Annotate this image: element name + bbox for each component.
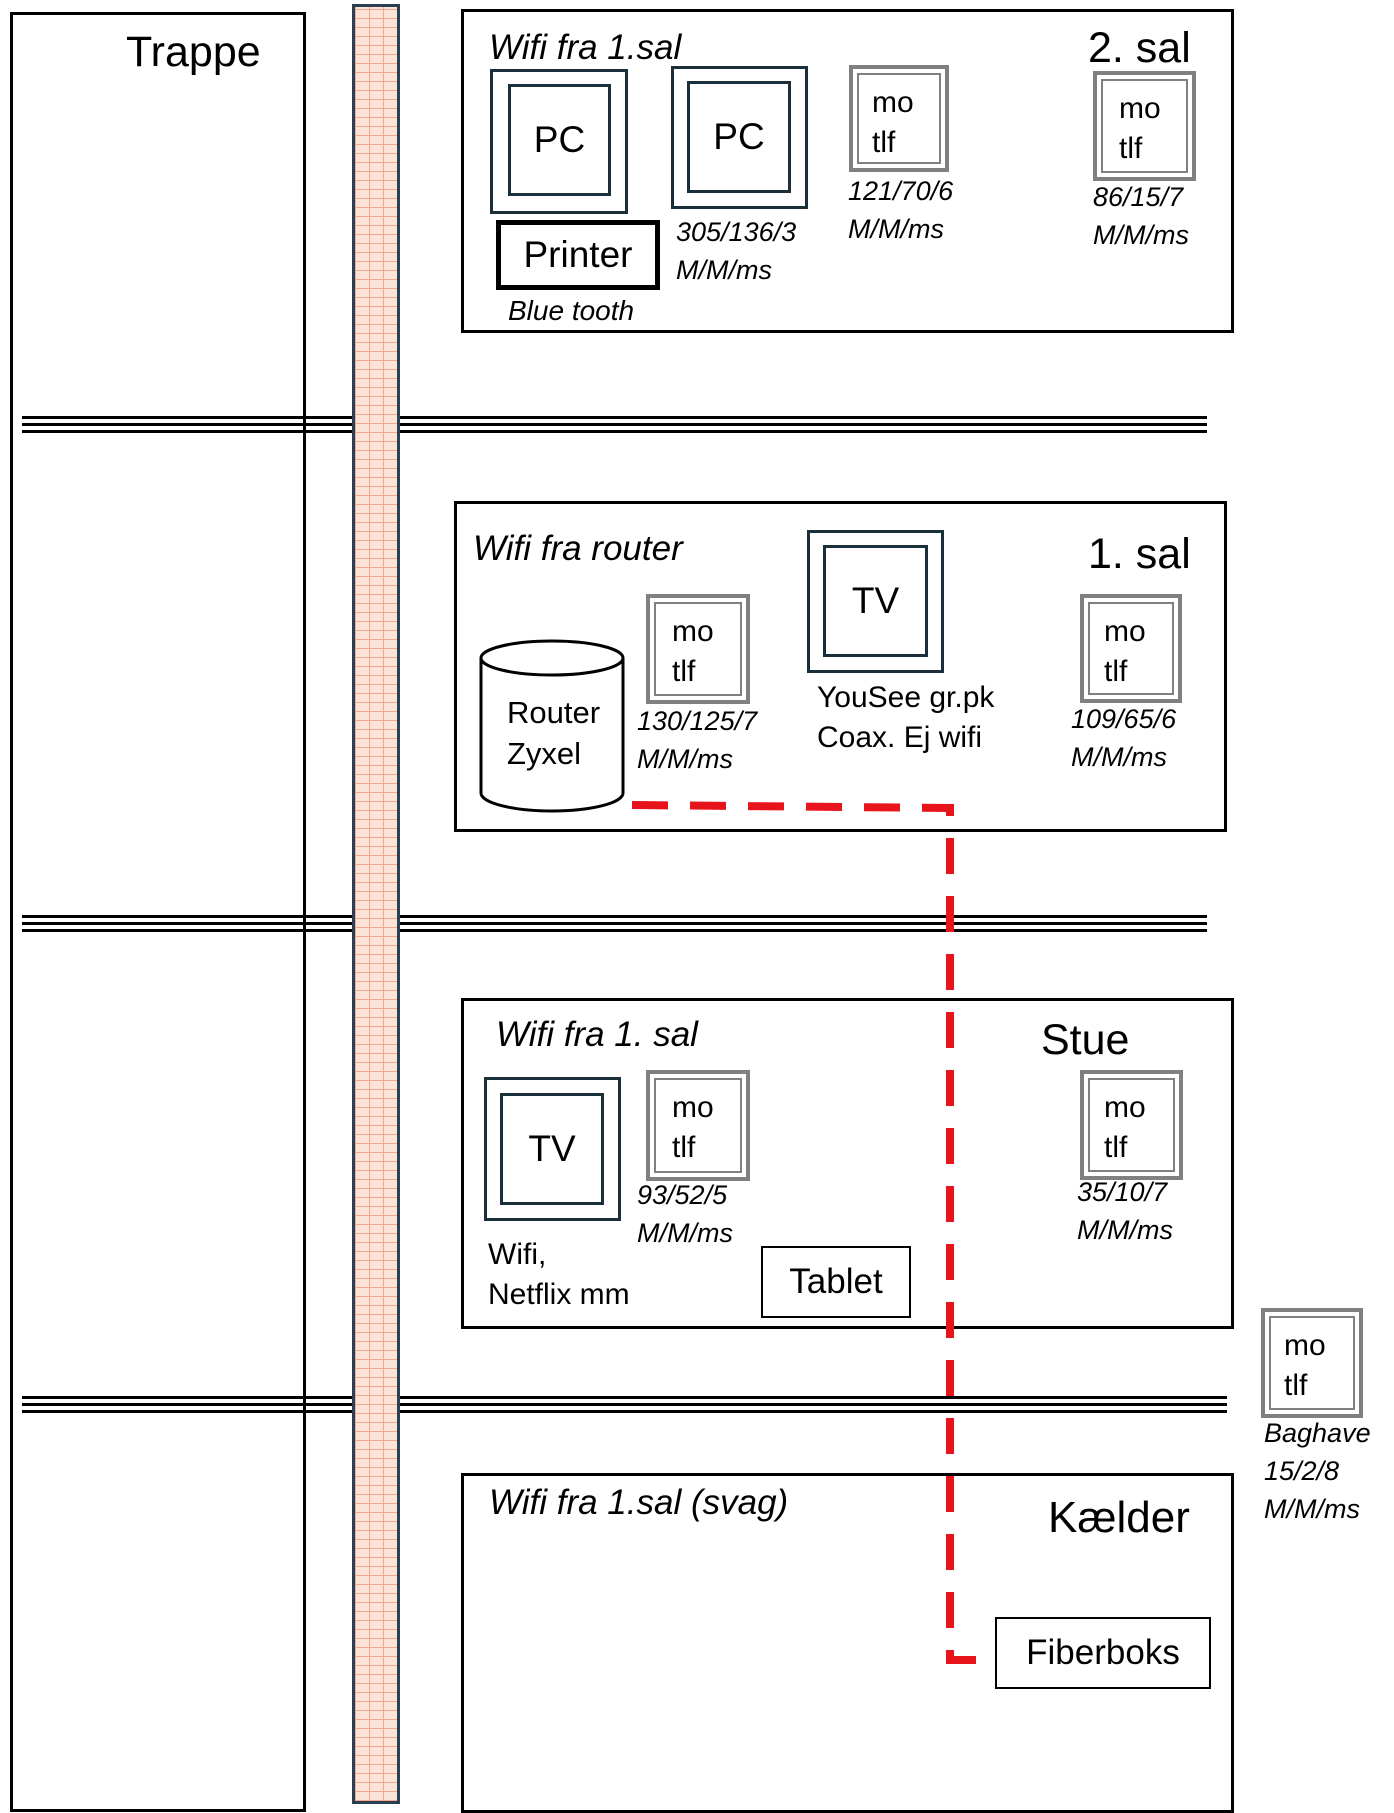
- printer-label: Printer: [523, 234, 633, 275]
- phone-1sal-1-measure: 130/125/7 M/M/ms: [637, 706, 758, 774]
- floor-kaelder-title: Kælder: [1048, 1493, 1190, 1542]
- tablet-label: Tablet: [789, 1262, 883, 1301]
- phone-stue-1-measure: 93/52/5 M/M/ms: [637, 1180, 733, 1248]
- tv-1sal-label: TV: [851, 580, 900, 621]
- phone-garden-screen: mo tlf: [1269, 1316, 1355, 1410]
- floor-2-title: 2. sal: [1088, 24, 1191, 72]
- pc-2-label: PC: [713, 116, 765, 157]
- pc-2-measure: 305/136/3 M/M/ms: [676, 217, 797, 285]
- floor-1-wifi-label: Wifi fra router: [473, 529, 683, 568]
- tv-stue-label: TV: [528, 1128, 576, 1169]
- fiber-box: Fiberboks: [995, 1617, 1211, 1689]
- floor-kaelder-wifi-label: Wifi fra 1.sal (svag): [489, 1483, 789, 1522]
- phone-2sal-2-measure: 86/15/7 M/M/ms: [1093, 182, 1189, 250]
- pc-2-screen: PC: [687, 81, 791, 193]
- floor-2-wifi-label: Wifi fra 1.sal: [489, 28, 682, 67]
- staircase-label: Trappe: [126, 28, 261, 76]
- staircase: [10, 12, 306, 1812]
- brick-wall: [352, 4, 400, 1804]
- router-label: Router Zyxel: [507, 695, 601, 771]
- phone-stue-2-screen: mo tlf: [1088, 1078, 1175, 1172]
- phone-2sal-1-screen: mo tlf: [857, 73, 941, 164]
- phone-stue-2-measure: 35/10/7 M/M/ms: [1077, 1177, 1173, 1245]
- phone-stue-1-screen: mo tlf: [654, 1078, 742, 1173]
- phone-2sal-1-measure: 121/70/6 M/M/ms: [848, 176, 954, 244]
- printer-note: Blue tooth: [508, 295, 635, 326]
- floor-1-title: 1. sal: [1088, 530, 1191, 578]
- phone-1sal-2-measure: 109/65/6 M/M/ms: [1071, 704, 1177, 772]
- phone-2sal-2-screen: mo tlf: [1101, 79, 1188, 173]
- fiber-box-label: Fiberboks: [1026, 1633, 1180, 1672]
- router-cylinder-icon: [479, 639, 625, 813]
- phone-1sal-2-screen: mo tlf: [1088, 602, 1174, 695]
- tv-stue-note: Wifi, Netflix mm: [488, 1238, 630, 1311]
- pc-1-screen: PC: [508, 84, 611, 196]
- tv-stue-screen: TV: [500, 1093, 604, 1205]
- phone-1sal-1-screen: mo tlf: [654, 602, 742, 696]
- floor-stue-wifi-label: Wifi fra 1. sal: [496, 1015, 698, 1054]
- phone-garden-note: Baghave 15/2/8 M/M/ms: [1264, 1418, 1371, 1524]
- tv-1sal-screen: TV: [823, 545, 928, 657]
- tv-1sal-note: YouSee gr.pk Coax. Ej wifi: [817, 681, 995, 754]
- printer: Printer: [496, 220, 660, 290]
- pc-1-label: PC: [533, 119, 586, 160]
- tablet: Tablet: [761, 1246, 911, 1318]
- floor-stue-title: Stue: [1041, 1016, 1130, 1064]
